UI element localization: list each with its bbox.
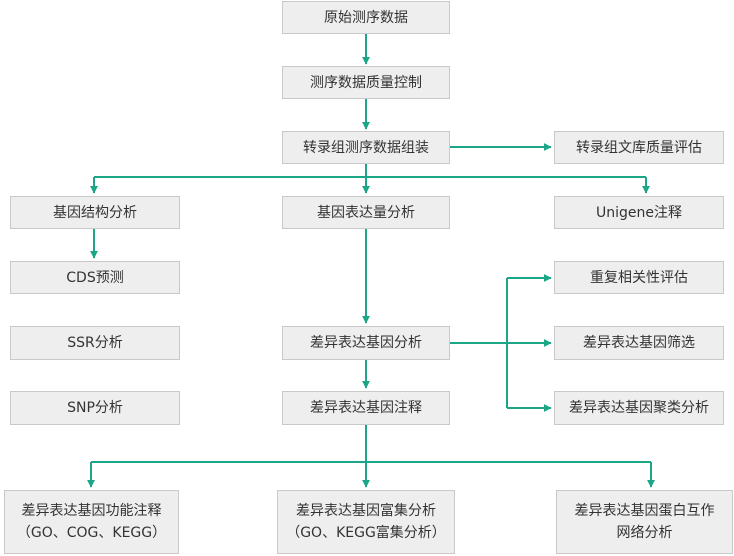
node-label: CDS预测: [66, 269, 124, 286]
node-label: 差异表达基因聚类分析: [569, 400, 709, 416]
node-library-evaluation: 转录组文库质量评估: [554, 131, 724, 164]
node-label: 差异表达基因分析: [310, 335, 422, 351]
node-label: 原始测序数据: [324, 9, 408, 26]
node-deg-screening: 差异表达基因筛选: [554, 326, 724, 360]
node-label: SNP分析: [67, 400, 123, 416]
node-label: 基因表达量分析: [317, 204, 415, 221]
node-deg-clustering: 差异表达基因聚类分析: [554, 391, 724, 425]
node-deg-analysis: 差异表达基因分析: [282, 326, 450, 360]
node-functional-annotation: 差异表达基因功能注释 （GO、COG、KEGG）: [4, 490, 179, 554]
node-raw-data: 原始测序数据: [282, 1, 450, 34]
node-label: 差异表达基因筛选: [583, 335, 695, 351]
node-label-line-1: 差异表达基因功能注释: [21, 503, 162, 519]
node-unigene-annotation: Unigene注释: [554, 196, 724, 229]
node-label-line-2: （GO、COG、KEGG）: [16, 525, 167, 541]
node-label-line-1: 差异表达基因富集分析: [296, 503, 436, 519]
node-assembly: 转录组测序数据组装: [282, 131, 450, 164]
node-repeat-correlation: 重复相关性评估: [554, 261, 724, 294]
node-label: 差异表达基因注释: [310, 400, 422, 416]
node-label: 测序数据质量控制: [310, 74, 422, 91]
node-quality-control: 测序数据质量控制: [282, 66, 450, 99]
node-snp: SNP分析: [10, 391, 180, 425]
node-label: 重复相关性评估: [590, 269, 688, 286]
node-gene-structure: 基因结构分析: [10, 196, 180, 229]
node-deg-annotation: 差异表达基因注释: [282, 391, 450, 425]
node-label: 转录组测序数据组装: [303, 139, 429, 156]
node-cds-prediction: CDS预测: [10, 261, 180, 294]
node-enrichment: 差异表达基因富集分析 （GO、KEGG富集分析）: [277, 490, 455, 554]
node-ssr: SSR分析: [10, 326, 180, 360]
node-label-line-1: 差异表达基因蛋白互作: [574, 503, 715, 519]
node-label: 基因结构分析: [53, 204, 137, 221]
node-ppi-network: 差异表达基因蛋白互作 网络分析: [556, 490, 733, 554]
node-expression: 基因表达量分析: [282, 196, 450, 229]
node-label: SSR分析: [67, 335, 123, 351]
node-label: 转录组文库质量评估: [576, 139, 702, 156]
node-label-line-2: 网络分析: [616, 525, 673, 541]
node-label: Unigene注释: [596, 204, 682, 221]
node-label-line-2: （GO、KEGG富集分析）: [286, 525, 446, 541]
